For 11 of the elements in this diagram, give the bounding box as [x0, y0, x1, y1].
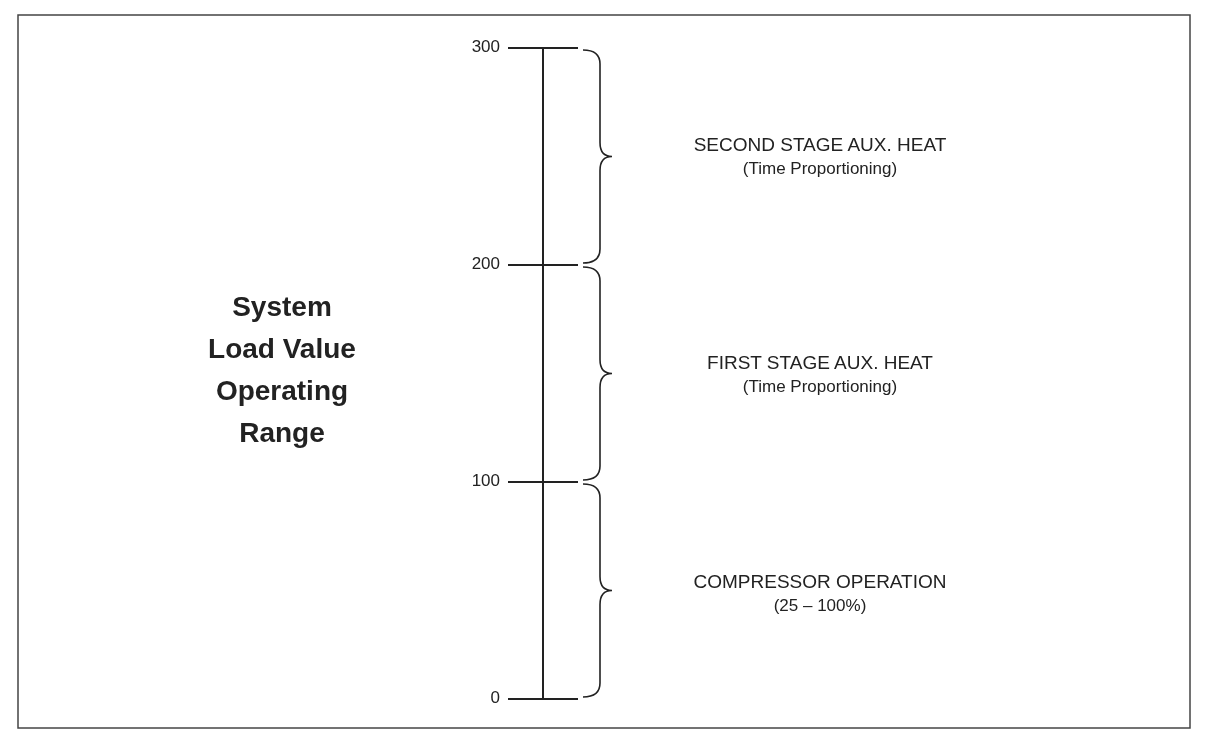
range-heading: FIRST STAGE AUX. HEAT [707, 352, 933, 375]
tick-label: 100 [471, 471, 500, 492]
range-note: (Time Proportioning) [742, 377, 898, 398]
axis-title: System Load Value Operating Range [207, 290, 357, 450]
tick-label: 200 [471, 254, 500, 275]
tick-label: 300 [471, 37, 500, 58]
range-note: (25 – 100%) [773, 596, 867, 617]
range-heading: COMPRESSOR OPERATION [693, 571, 947, 594]
range-note: (Time Proportioning) [742, 159, 898, 180]
tick-label: 0 [490, 688, 500, 709]
range-heading: SECOND STAGE AUX. HEAT [693, 134, 947, 157]
